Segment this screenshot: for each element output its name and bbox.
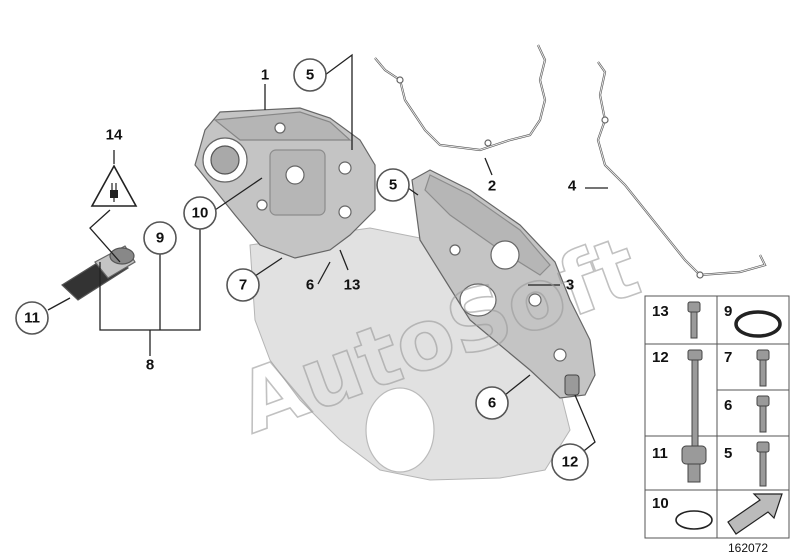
svg-text:5: 5 <box>306 67 314 84</box>
svg-text:3: 3 <box>566 277 574 294</box>
callout-5-upper: 5 <box>293 58 327 92</box>
callout-1: 1 <box>261 67 269 84</box>
svg-text:7: 7 <box>239 277 247 294</box>
svg-text:6: 6 <box>724 397 732 414</box>
callout-12: 12 <box>551 443 589 481</box>
callout-5-middle: 5 <box>376 168 410 202</box>
table-cell-11: 11 <box>652 445 707 483</box>
arrow-icon <box>727 493 783 535</box>
svg-text:2: 2 <box>488 178 496 195</box>
callout-6-lower: 6 <box>475 386 509 420</box>
svg-text:6: 6 <box>488 395 496 412</box>
svg-text:10: 10 <box>652 495 669 512</box>
reference-number: 162072 <box>728 541 768 555</box>
svg-text:14: 14 <box>106 127 123 144</box>
table-cell-6: 6 <box>724 395 770 433</box>
svg-text:9: 9 <box>156 230 164 247</box>
callout-4: 4 <box>568 178 577 195</box>
callout-8: 8 <box>146 357 154 374</box>
callout-6-upper: 6 <box>306 277 314 294</box>
table-cell-13: 13 <box>652 301 701 339</box>
svg-text:12: 12 <box>652 349 669 366</box>
table-cell-7: 7 <box>724 349 770 387</box>
svg-text:10: 10 <box>192 205 209 222</box>
warning-triangle-icon <box>90 164 138 207</box>
svg-text:13: 13 <box>652 303 669 320</box>
upper-timing-cover <box>194 107 376 259</box>
sensor-assembly <box>61 245 136 301</box>
table-cell-5: 5 <box>724 441 770 487</box>
callout-3: 3 <box>566 277 574 294</box>
callout-14: 14 <box>106 127 123 144</box>
parts-table: 13 9 12 7 6 11 5 <box>644 295 790 539</box>
gasket-upper <box>374 44 547 152</box>
svg-text:6: 6 <box>306 277 314 294</box>
svg-text:12: 12 <box>562 454 579 471</box>
table-cell-9: 9 <box>724 303 782 338</box>
svg-text:11: 11 <box>24 310 40 327</box>
callout-2: 2 <box>488 178 496 195</box>
lower-timing-cover <box>411 169 596 399</box>
svg-text:1: 1 <box>261 67 269 84</box>
svg-text:9: 9 <box>724 303 732 320</box>
svg-text:8: 8 <box>146 357 154 374</box>
svg-text:5: 5 <box>389 177 397 194</box>
leader-lines <box>47 53 608 463</box>
svg-text:13: 13 <box>344 277 361 294</box>
callout-11: 11 <box>15 301 49 335</box>
callouts: 1 2 3 4 5 5 6 6 7 8 9 10 <box>15 58 589 481</box>
callout-10: 10 <box>183 196 217 230</box>
callout-9: 9 <box>143 221 177 255</box>
callout-13: 13 <box>344 277 361 294</box>
gasket-lower <box>596 61 767 279</box>
svg-text:4: 4 <box>568 178 577 195</box>
svg-text:5: 5 <box>724 445 732 462</box>
table-cell-10: 10 <box>652 495 713 530</box>
svg-text:7: 7 <box>724 349 732 366</box>
svg-text:11: 11 <box>652 445 668 462</box>
callout-7: 7 <box>226 268 260 302</box>
